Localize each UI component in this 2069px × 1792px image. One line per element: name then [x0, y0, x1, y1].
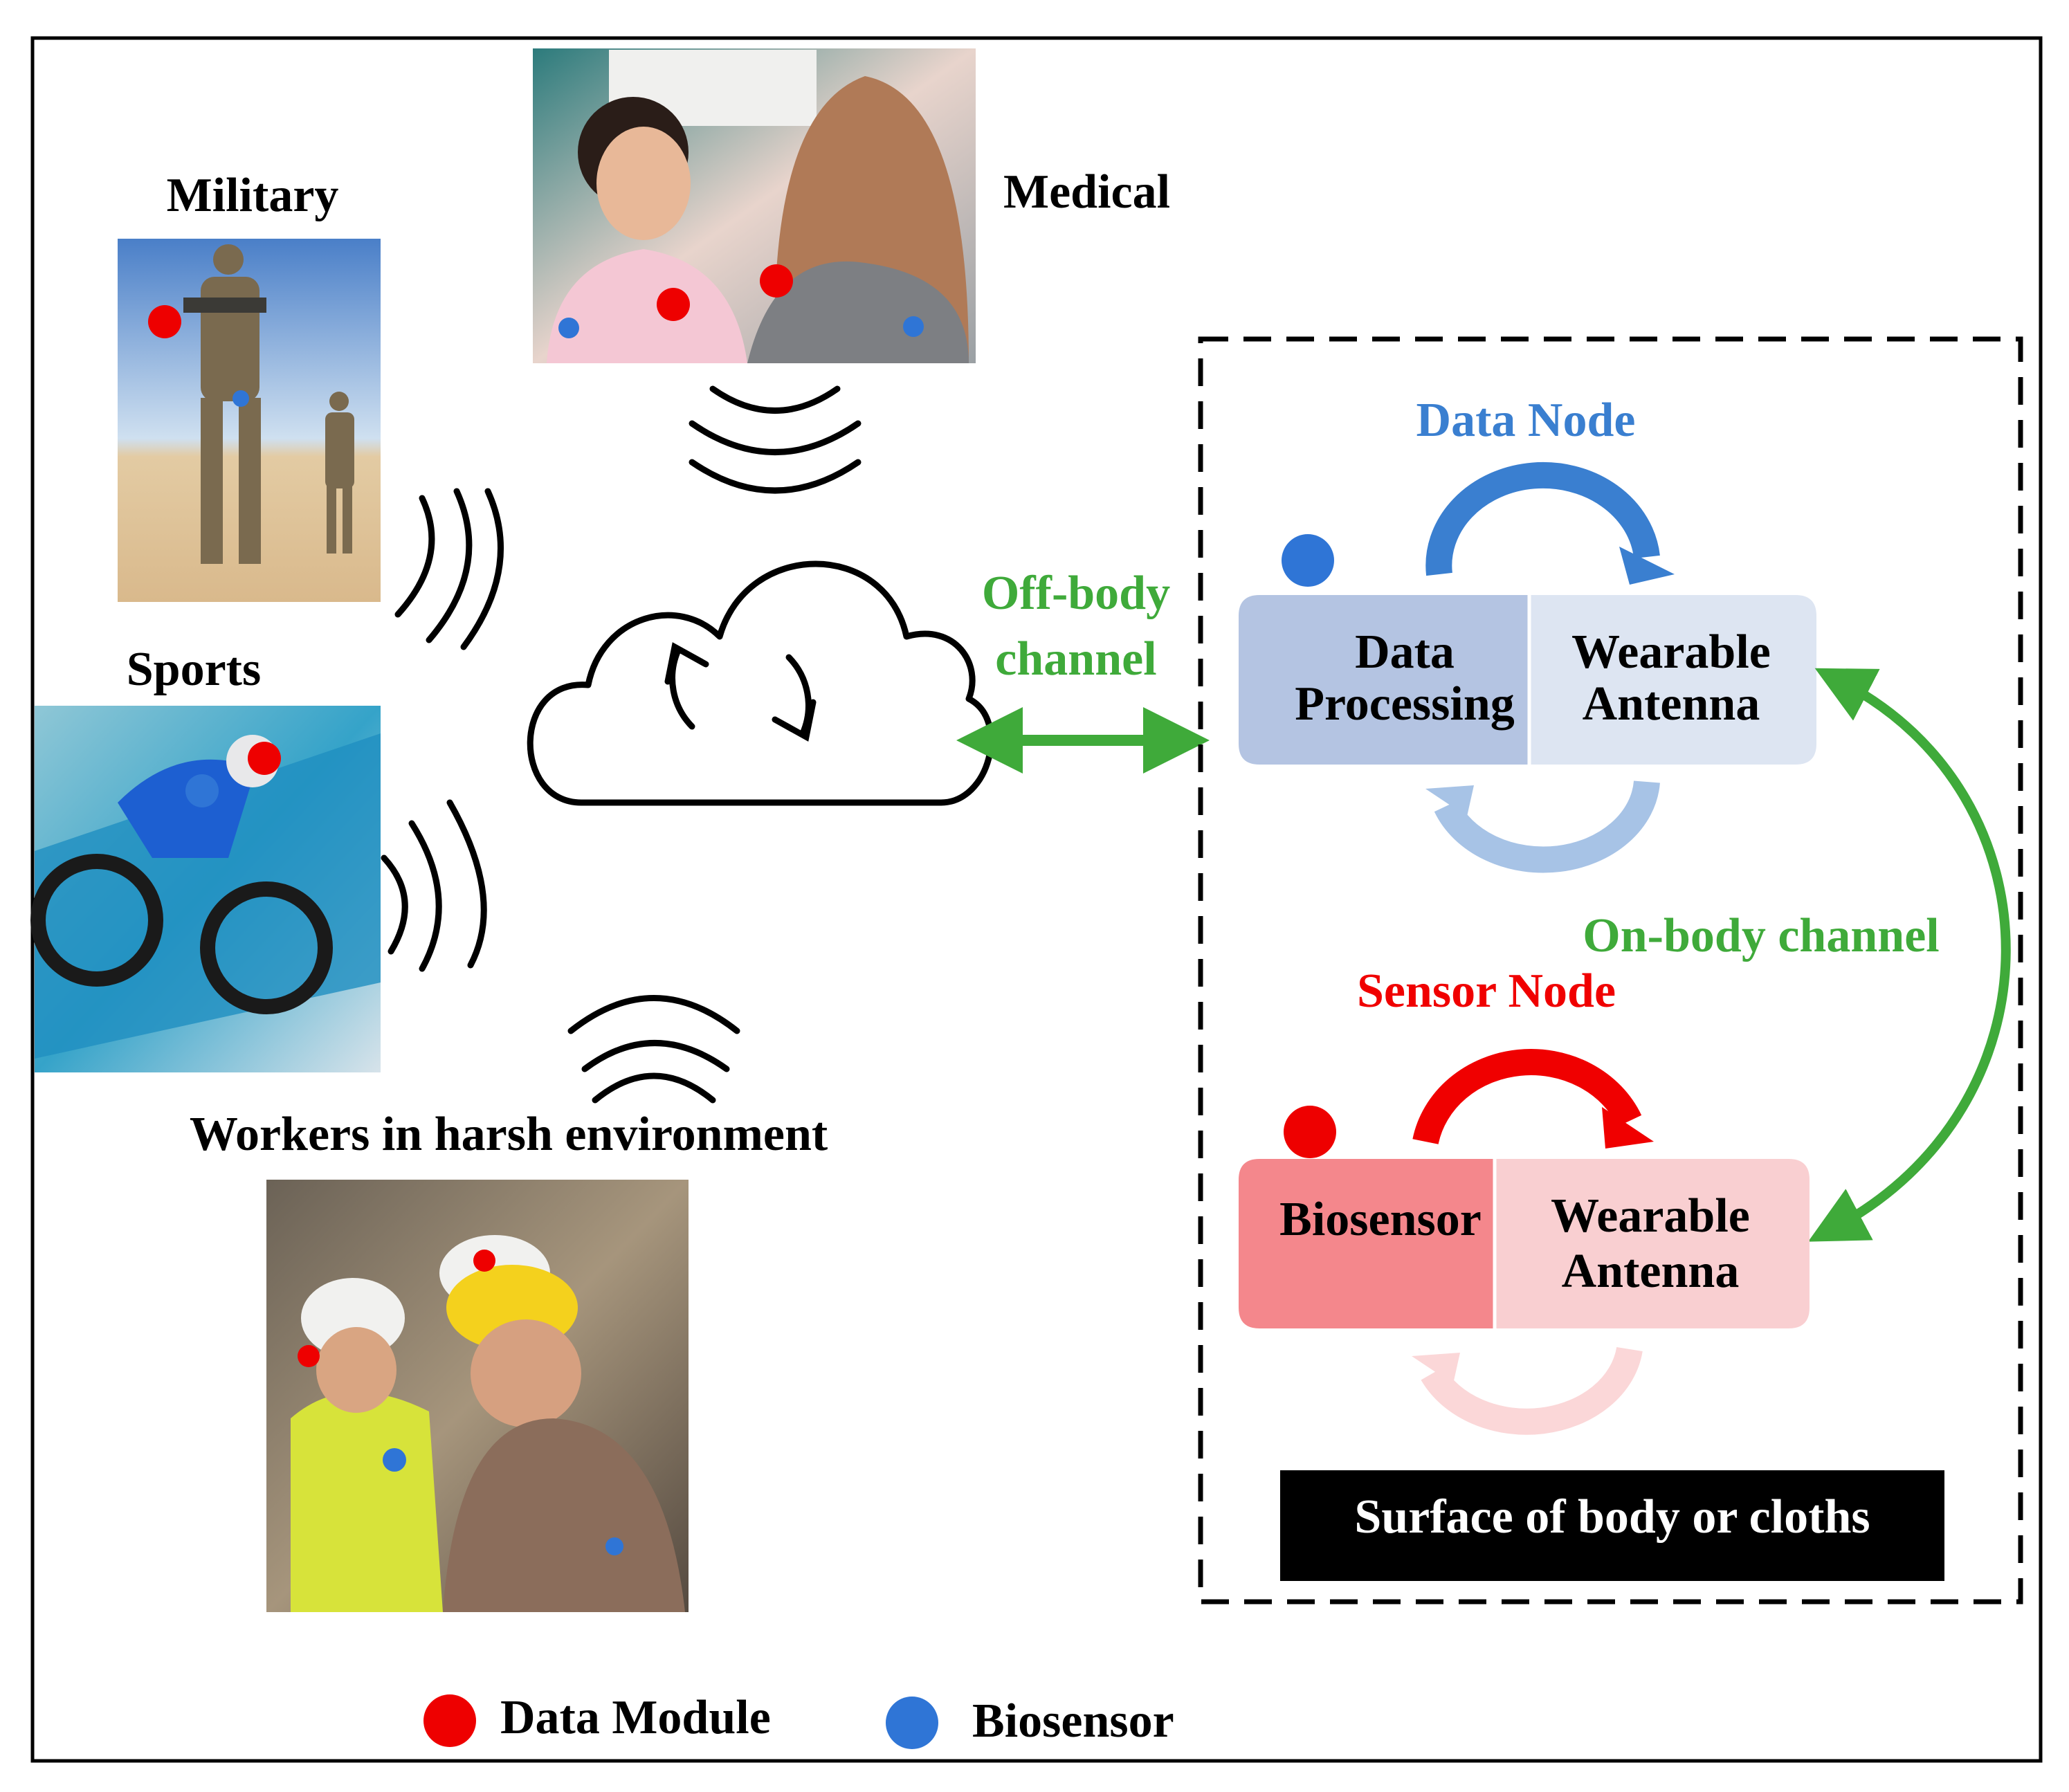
- data-node-box: [1239, 595, 1816, 765]
- biosensor-box-label: Biosensor: [1279, 1193, 1482, 1246]
- label-medical: Medical: [1003, 165, 1170, 219]
- label-military: Military: [167, 169, 339, 222]
- biosensor-dot: [383, 1448, 406, 1472]
- wireless-waves-icon: [381, 385, 862, 1104]
- legend-data-module-label: Data Module: [500, 1691, 771, 1744]
- data-module-dot: [148, 305, 181, 338]
- data-node-title: Data Node: [1416, 394, 1636, 447]
- label-workers: Workers in harsh environment: [190, 1108, 828, 1161]
- sensor-antenna-line2: Antenna: [1562, 1245, 1740, 1298]
- on-body-arrow: [1807, 668, 2011, 1242]
- data-module-dot: [248, 742, 281, 775]
- workers-photo: [266, 1180, 689, 1612]
- biosensor-dot: [1282, 534, 1334, 587]
- data-module-dot: [473, 1250, 495, 1272]
- off-body-label-line2: channel: [995, 632, 1156, 686]
- sensor-antenna-line1: Wearable: [1551, 1189, 1750, 1243]
- sync-arrows-icon: [664, 642, 817, 742]
- data-antenna-line2: Antenna: [1583, 677, 1760, 731]
- sensor-node-top-arrow: [1412, 1049, 1642, 1145]
- data-antenna-line1: Wearable: [1571, 625, 1771, 679]
- label-sports: Sports: [127, 643, 261, 696]
- legend-data-module-dot: [423, 1694, 476, 1747]
- data-processing-line1: Data: [1355, 625, 1455, 679]
- biosensor-dot: [233, 390, 249, 407]
- biosensor-dot: [558, 318, 579, 338]
- data-module-dot: [298, 1345, 320, 1367]
- data-module-dot: [657, 288, 690, 321]
- surface-label: Surface of body or cloths: [1354, 1490, 1870, 1544]
- sensor-node-bottom-arrow: [1421, 1346, 1643, 1435]
- biosensor-dot: [185, 774, 219, 807]
- body-area-network-box: [1198, 336, 2023, 1604]
- legend-biosensor-dot: [886, 1697, 938, 1749]
- data-processing-line2: Processing: [1295, 677, 1515, 731]
- cloud-icon: [527, 560, 994, 806]
- sports-photo: [30, 706, 381, 1072]
- data-module-dot: [760, 264, 793, 298]
- biosensor-dot: [903, 316, 924, 337]
- sensor-node-box: [1239, 1159, 1810, 1328]
- data-node-top-arrow: [1425, 461, 1660, 576]
- legend-biosensor-label: Biosensor: [972, 1694, 1174, 1748]
- medical-photo: [533, 48, 976, 363]
- outer-frame: [30, 36, 2043, 1763]
- sensor-node-title: Sensor Node: [1357, 964, 1616, 1018]
- surface-box: [1280, 1470, 1944, 1581]
- on-body-label: On-body channel: [1583, 909, 1939, 962]
- data-node-bottom-arrow: [1434, 780, 1660, 873]
- biosensor-dot: [605, 1537, 623, 1555]
- military-photo: [118, 239, 381, 602]
- data-module-dot: [1284, 1106, 1336, 1158]
- off-body-label-line1: Off-body: [982, 567, 1170, 620]
